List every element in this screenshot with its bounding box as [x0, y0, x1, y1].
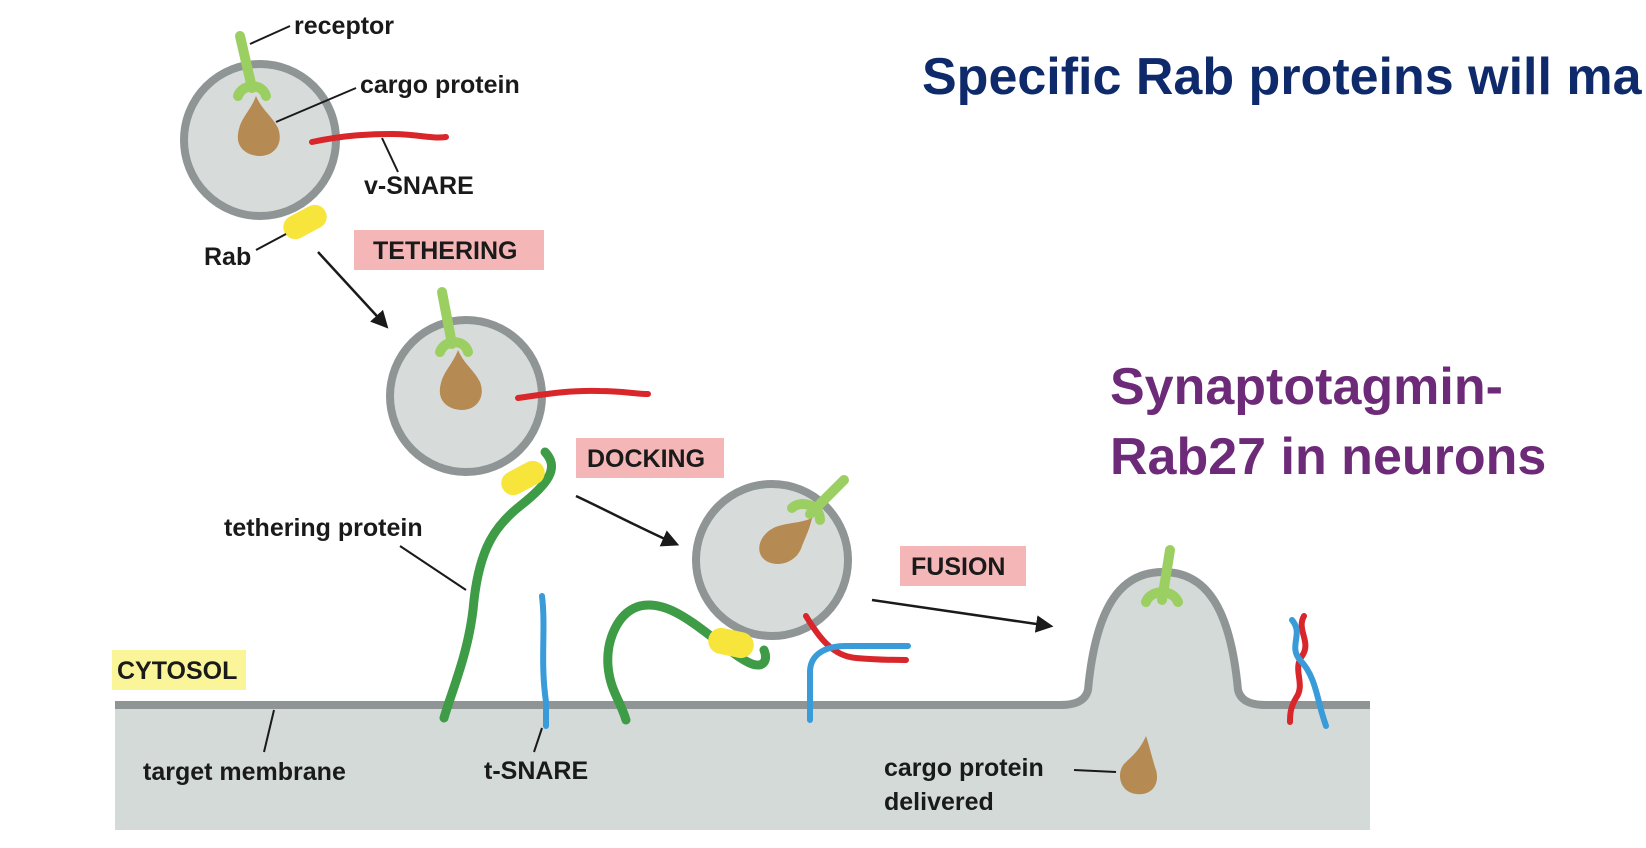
leader-target-membrane [263, 709, 275, 753]
v-snare-label: v-SNARE [364, 172, 474, 200]
v-snare-icon [309, 130, 449, 145]
t-snare-label: t-SNARE [484, 757, 588, 785]
receptor-arms [233, 81, 271, 101]
cargo-protein-icon [759, 518, 812, 565]
cargo-protein-label: cargo protein [360, 71, 520, 99]
cargo-delivered-label-line1: cargo protein [884, 754, 1044, 782]
leader-cargo-delivered [1073, 769, 1117, 773]
rab-icon [283, 204, 327, 240]
t-snare-icon [539, 593, 549, 729]
tethering-protein-label: tethering protein [224, 514, 423, 542]
v-snare-icon [1287, 613, 1309, 725]
tethering-protein-icon [439, 447, 556, 723]
vesicle-docked [603, 475, 909, 725]
arrow-to-docking [575, 494, 680, 547]
leader-v-snare [381, 137, 399, 173]
leader-cargo-protein [275, 87, 357, 123]
receptor-arms [435, 337, 473, 357]
step-badge-fusion [900, 546, 1026, 586]
cargo-protein-icon [237, 96, 280, 156]
step-badge-docking [576, 438, 724, 478]
leader-t-snare [533, 727, 543, 753]
step-badge-tethering [354, 230, 544, 270]
step-docking: DOCKING [587, 445, 705, 473]
cytosol-badge [112, 650, 246, 690]
arrow-to-tethering [317, 251, 389, 329]
cargo-delivered-icon [1120, 736, 1158, 795]
arrow-to-fusion [871, 598, 1054, 633]
cytosol-label: CYTOSOL [117, 657, 237, 685]
leader-receptor [249, 25, 291, 45]
receptor-icon [437, 287, 457, 349]
headline: Specific Rab proteins will make interact… [922, 48, 1642, 106]
rab-icon [708, 627, 754, 659]
rab-icon [501, 460, 545, 496]
receptor-label: receptor [294, 12, 394, 40]
vesicle-tethered [386, 287, 651, 723]
subheadline: Synaptotagmin-Rab27 in neurons [1110, 358, 1547, 486]
leader-rab [255, 233, 287, 251]
t-snare-icon [807, 643, 911, 723]
receptor-arms [1141, 587, 1183, 607]
step-fusion: FUSION [911, 553, 1005, 581]
rab-label: Rab [204, 243, 251, 271]
receptor-arms [787, 499, 825, 525]
t-snare-icon [1289, 617, 1329, 729]
receptor-icon [235, 31, 257, 93]
cargo-delivered-label-line2: delivered [884, 788, 994, 816]
leader-tethering-protein [399, 545, 467, 591]
target-membrane-region [115, 572, 1370, 830]
step-tethering: TETHERING [373, 237, 517, 265]
target-membrane-label: target membrane [143, 758, 346, 786]
v-snare-icon [515, 387, 651, 401]
v-snare-icon [803, 613, 909, 663]
tethering-protein-icon [603, 600, 770, 725]
vesicle-free [180, 31, 449, 240]
cargo-protein-icon [439, 350, 482, 410]
